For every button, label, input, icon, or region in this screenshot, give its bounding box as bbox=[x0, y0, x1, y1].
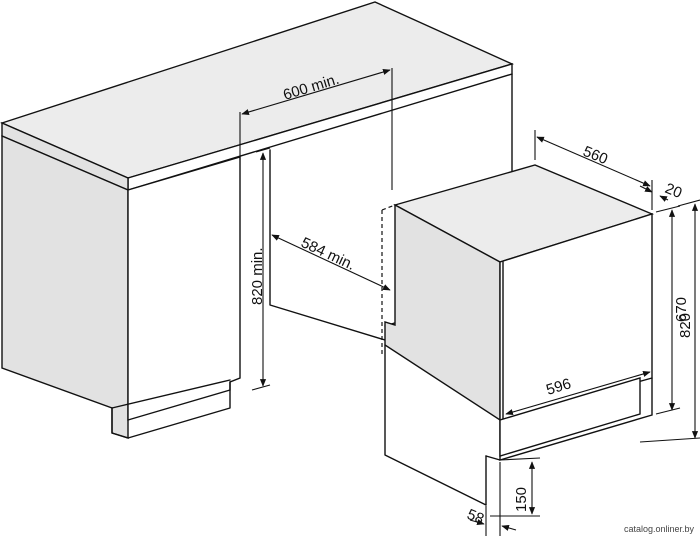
dim-total-height bbox=[639, 199, 700, 443]
label-total-height: 820 bbox=[677, 313, 694, 338]
dim-niche-width bbox=[239, 68, 393, 190]
dim-plinth-depth bbox=[469, 462, 517, 536]
label-unit-depth: 560 bbox=[581, 143, 611, 168]
dim-door-height bbox=[655, 205, 681, 415]
dim-door-offset bbox=[639, 185, 669, 202]
dim-unit-depth bbox=[534, 130, 653, 210]
label-niche-depth: 584 min. bbox=[298, 234, 357, 274]
label-door-offset: 20 bbox=[663, 180, 685, 202]
label-plinth-depth: 58 bbox=[465, 506, 487, 528]
dim-niche-height bbox=[251, 147, 271, 391]
dim-plinth-height bbox=[490, 457, 541, 517]
dishwasher bbox=[384, 164, 655, 506]
label-plinth-height: 150 bbox=[513, 487, 530, 512]
worktop bbox=[0, 1, 514, 192]
watermark: catalog.onliner.by bbox=[624, 524, 695, 534]
label-niche-height: 820 min. bbox=[249, 247, 266, 305]
dim-unit-width bbox=[505, 370, 651, 416]
label-door-height: 670 bbox=[673, 297, 690, 322]
dim-niche-depth bbox=[271, 234, 391, 291]
label-unit-width: 596 bbox=[544, 375, 573, 399]
left-cabinet bbox=[1, 134, 241, 439]
